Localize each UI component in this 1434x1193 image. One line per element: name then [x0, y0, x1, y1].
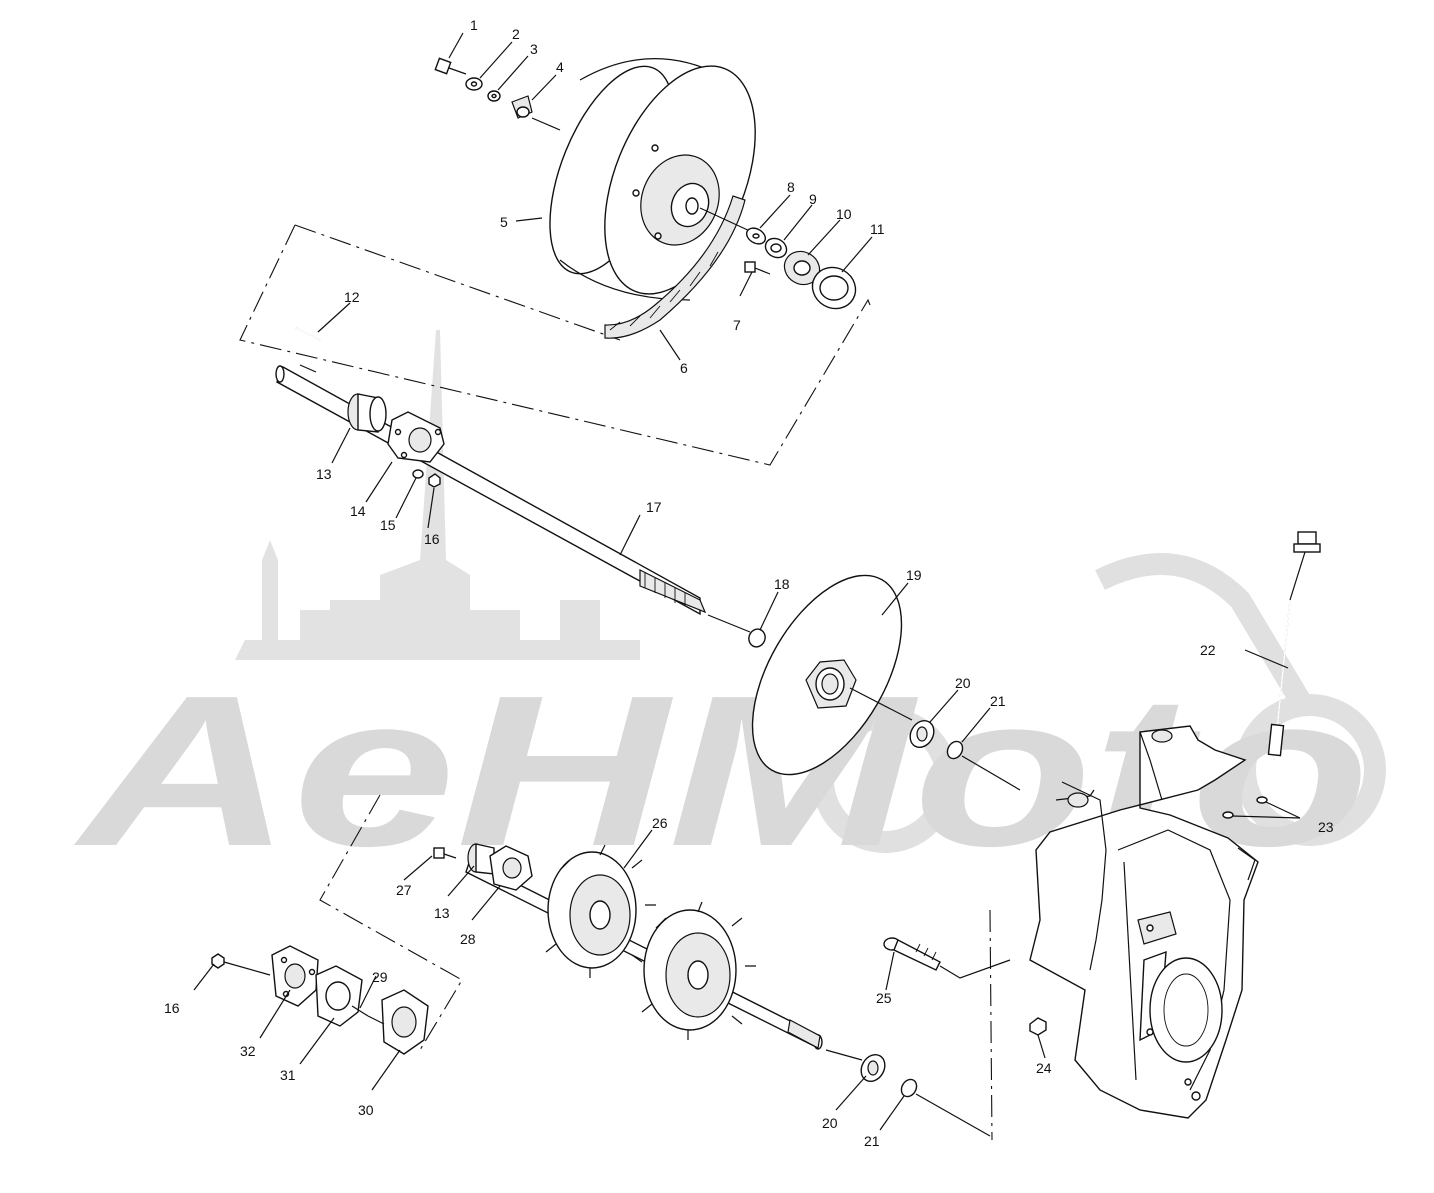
- part-flange-14: [387, 411, 445, 463]
- part-nut-16b: [211, 953, 225, 969]
- part-sprocket-right: [641, 901, 756, 1040]
- callout-6: 6: [680, 360, 688, 376]
- part-washer-3: [487, 90, 501, 102]
- part-pin-29: [351, 1005, 369, 1017]
- leader-lines: [193, 32, 1301, 1131]
- callout-26: 26: [652, 815, 668, 831]
- callout-32: 32: [240, 1043, 256, 1059]
- callout-7: 7: [733, 317, 741, 333]
- part-chaincase-housing: [1029, 725, 1259, 1119]
- part-washer-2: [465, 77, 483, 91]
- part-oring-21a: [946, 740, 964, 760]
- part-flange-32: [271, 945, 319, 1007]
- callout-28: 28: [460, 931, 476, 947]
- part-drive-belt-6: [604, 195, 746, 339]
- part-bearing-13b: [467, 843, 495, 875]
- part-dipstick-22: [1267, 531, 1321, 761]
- leader-axis-9: [825, 1049, 863, 1061]
- callout-12: 12: [344, 289, 360, 305]
- callout-4: 4: [556, 59, 564, 75]
- watermark-spire: [235, 330, 640, 660]
- callout-29: 29: [372, 969, 388, 985]
- part-washer-8: [745, 227, 767, 245]
- callout-13-lower: 13: [434, 905, 450, 921]
- callout-25: 25: [876, 990, 892, 1006]
- part-bolt-25: [883, 937, 941, 971]
- part-washer-9: [764, 237, 788, 259]
- callout-10: 10: [836, 206, 852, 222]
- part-gasket-31: [315, 965, 363, 1027]
- assembly-frame-right: [989, 909, 993, 1141]
- callout-9: 9: [809, 191, 817, 207]
- callout-16-lower: 16: [164, 1000, 180, 1016]
- part-driveshaft-26: [465, 844, 823, 1050]
- part-bolt-27: [433, 847, 457, 859]
- callout-31: 31: [280, 1067, 296, 1083]
- part-washer-15: [412, 469, 424, 479]
- callout-15: 15: [380, 517, 396, 533]
- callout-labels: 1 2 3 4 5 6 7 8 9 10 11 12 13 14 15 16 1…: [164, 17, 1334, 1149]
- assembly-frame-upper: [239, 224, 871, 466]
- part-nut-16: [428, 473, 441, 488]
- part-bearing-20b: [860, 1053, 886, 1083]
- callout-16-upper: 16: [424, 531, 440, 547]
- callout-2: 2: [512, 26, 520, 42]
- watermark: AeHMoto: [73, 330, 1386, 891]
- part-flange-28: [489, 845, 533, 891]
- callout-27: 27: [396, 882, 412, 898]
- leader-axis-1: [531, 117, 561, 131]
- callout-1: 1: [470, 17, 478, 33]
- part-flange-30: [381, 989, 429, 1055]
- part-bearing-20a: [909, 719, 935, 749]
- leader-axis-7: [223, 961, 271, 976]
- part-plate-10: [783, 250, 821, 286]
- callout-24: 24: [1036, 1060, 1052, 1076]
- callout-22: 22: [1200, 642, 1216, 658]
- callout-30: 30: [358, 1102, 374, 1118]
- part-plate-11: [811, 266, 857, 310]
- assembly-frame-upper-top: [294, 224, 621, 341]
- part-bolt-1: [434, 57, 467, 75]
- leader-axis-8: [367, 1015, 385, 1025]
- part-spacer-4: [511, 95, 533, 119]
- part-jackshaft-17: [275, 364, 707, 616]
- callout-14: 14: [350, 503, 366, 519]
- leader-axis-4: [849, 687, 913, 721]
- callout-5: 5: [500, 214, 508, 230]
- callout-20-lower: 20: [822, 1115, 838, 1131]
- part-brake-disc-19: [751, 574, 903, 776]
- part-sprocket-left: [545, 844, 656, 978]
- part-circlip-18: [748, 628, 766, 648]
- callout-18: 18: [774, 576, 790, 592]
- callout-11: 11: [870, 221, 885, 237]
- part-bearing-13: [347, 393, 387, 433]
- part-oring-23: [1222, 796, 1268, 819]
- leader-axis-10: [915, 1093, 991, 1137]
- callout-3: 3: [530, 41, 538, 57]
- leader-axis-6: [939, 959, 1011, 979]
- callout-13-upper: 13: [316, 466, 332, 482]
- callout-19: 19: [906, 567, 922, 583]
- callout-21-lower: 21: [864, 1133, 880, 1149]
- part-bolt-7: [744, 261, 771, 275]
- callout-20-upper: 20: [955, 675, 971, 691]
- watermark-motorcycle: [812, 553, 1386, 853]
- part-key-12: [295, 327, 321, 341]
- leader-axis-2: [699, 207, 753, 233]
- callout-21-upper: 21: [990, 693, 1006, 709]
- leader-axis-3: [707, 614, 751, 633]
- callout-8: 8: [787, 179, 795, 195]
- leader-axis-5: [961, 755, 1021, 791]
- part-oring-21b: [900, 1078, 918, 1098]
- assembly-frame-lower: [319, 794, 463, 1051]
- callout-23: 23: [1318, 819, 1334, 835]
- part-nut-24: [1029, 1017, 1047, 1036]
- callout-17: 17: [646, 499, 662, 515]
- part-driven-pulley-5: [549, 58, 756, 301]
